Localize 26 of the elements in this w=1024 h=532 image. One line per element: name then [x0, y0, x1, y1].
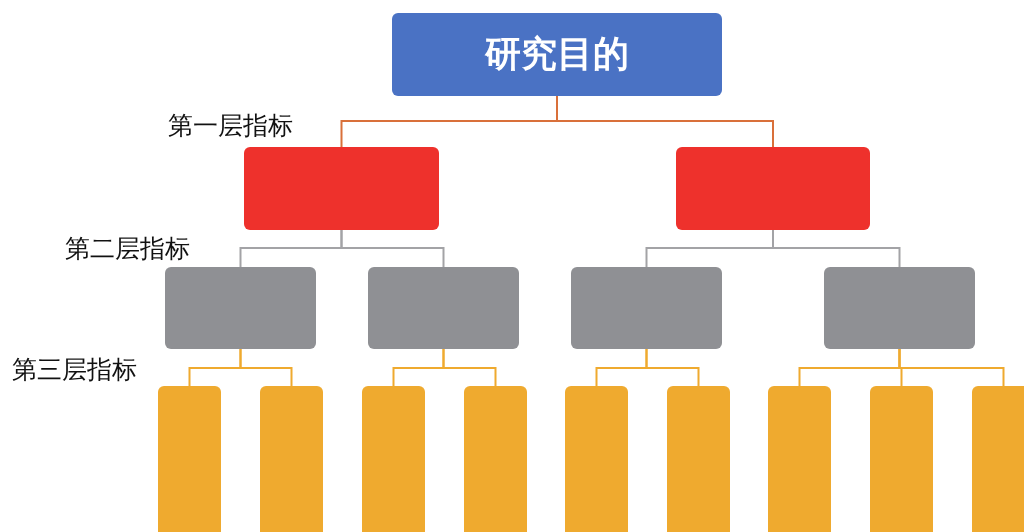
blank-box: [368, 267, 519, 349]
blank-box: [244, 147, 439, 230]
level-label: 第二层指标: [65, 236, 190, 261]
level-label: 第一层指标: [168, 113, 293, 138]
connector-line: [898, 348, 1005, 387]
connector-line: [239, 348, 293, 387]
connector-line: [556, 95, 774, 148]
blank-box: [870, 386, 933, 532]
blank-box: [362, 386, 425, 532]
blank-box: [260, 386, 323, 532]
blank-box: [158, 386, 221, 532]
blank-box: [165, 267, 316, 349]
connector-line: [442, 348, 497, 387]
blank-box: [768, 386, 831, 532]
connector-line: [772, 229, 901, 268]
blank-box: [972, 386, 1024, 532]
connector-line: [645, 348, 700, 387]
blank-box: [565, 386, 628, 532]
blank-box: [571, 267, 722, 349]
level-label: 第三层指标: [12, 357, 137, 382]
blank-box: [824, 267, 975, 349]
connector-line: [340, 229, 445, 268]
title-box: 研究目的: [392, 13, 722, 96]
blank-box: [667, 386, 730, 532]
blank-box: [464, 386, 527, 532]
blank-box: [676, 147, 870, 230]
